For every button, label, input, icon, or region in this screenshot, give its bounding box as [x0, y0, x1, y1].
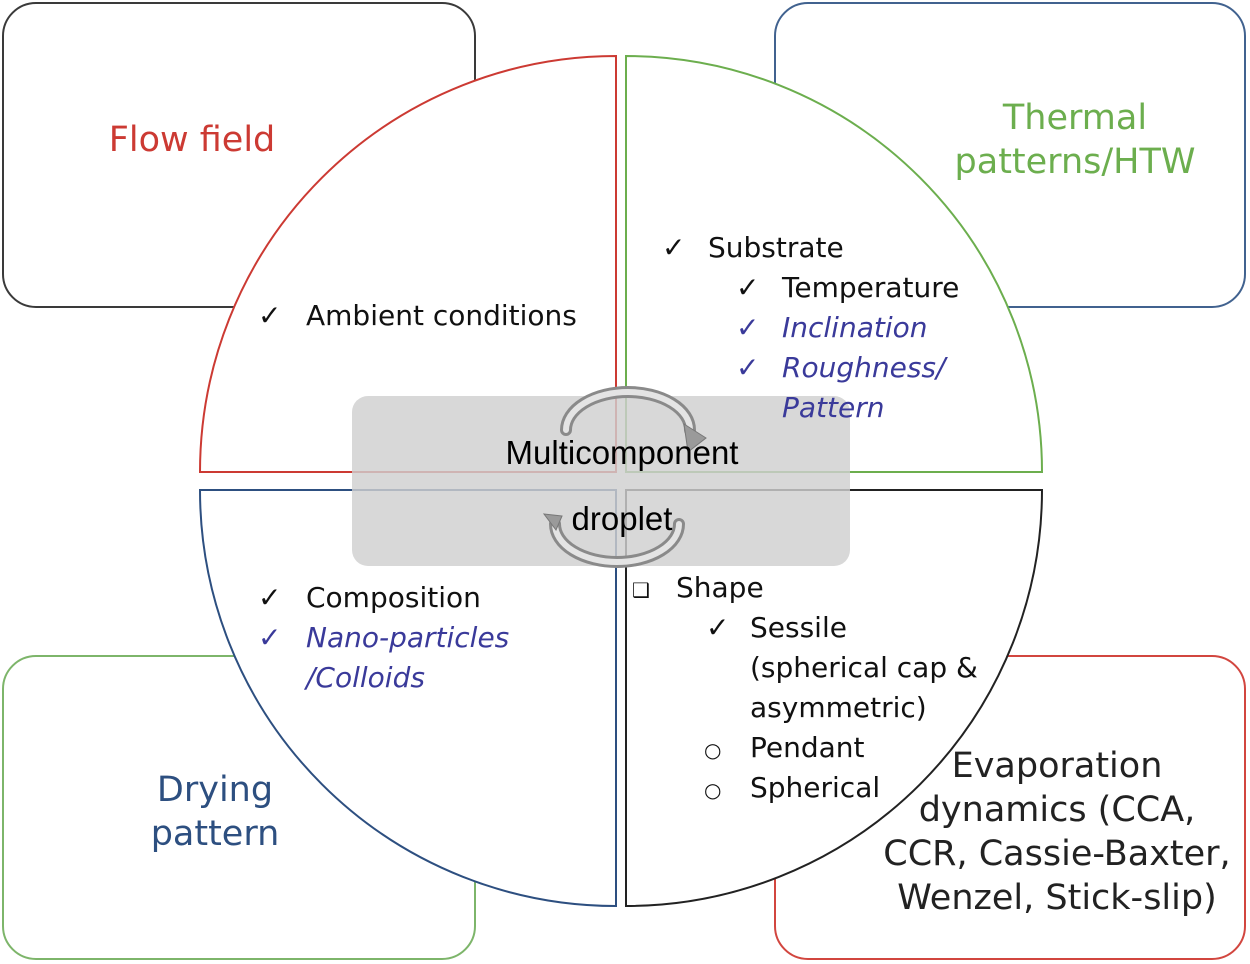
check-icon: ✓ — [736, 311, 760, 344]
ambient-conditions-label: Ambient conditions — [306, 299, 577, 332]
circle-bullet-icon: ○ — [704, 778, 722, 802]
center-panel — [352, 396, 850, 566]
quadrant-top-right — [625, 54, 1044, 473]
flow-field-title: Flow field — [108, 120, 276, 160]
quadrant-bottom-right — [625, 489, 1044, 908]
square-bullet-icon: ❑ — [632, 578, 650, 602]
center-title-line1: Multicomponent — [505, 434, 739, 471]
quadrant-bottom-left — [198, 489, 617, 908]
circle-bullet-icon: ○ — [704, 738, 722, 762]
quadrant-top-left — [198, 54, 617, 473]
check-icon: ✓ — [258, 581, 282, 614]
evaporation-title: Evaporation dynamics (CCA, CCR, Cassie-B… — [883, 746, 1231, 918]
check-icon: ✓ — [736, 351, 760, 384]
thermal-title: Thermal patterns/HTW — [954, 98, 1196, 182]
drying-title: Drying pattern — [150, 770, 280, 854]
check-icon: ✓ — [258, 621, 282, 654]
check-icon: ✓ — [736, 271, 760, 304]
cycle-arrows-icon — [542, 386, 707, 568]
check-icon: ✓ — [258, 299, 282, 332]
center-title-line2: droplet — [571, 500, 673, 537]
check-icon: ✓ — [706, 611, 730, 644]
check-icon: ✓ — [662, 231, 686, 264]
